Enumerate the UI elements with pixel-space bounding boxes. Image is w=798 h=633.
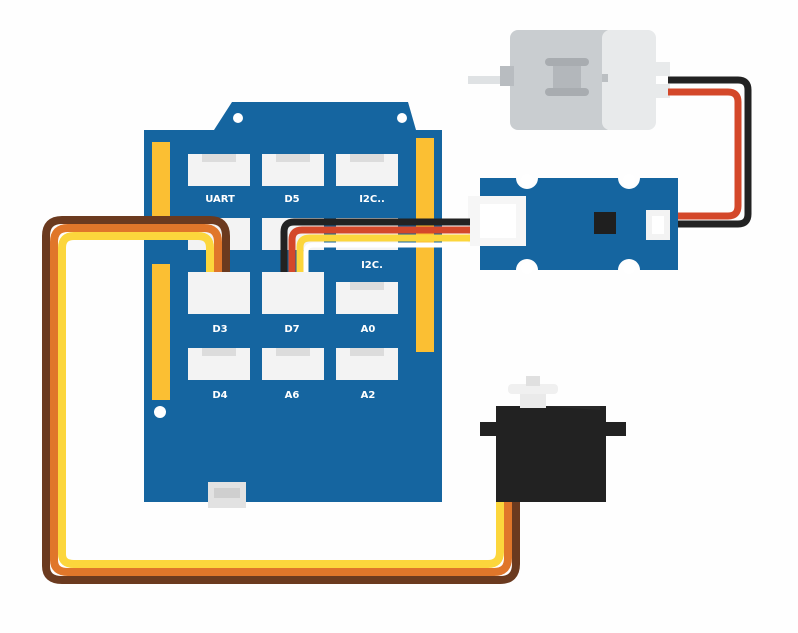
- dc-motor-icon: [468, 30, 670, 130]
- label-a0: A0: [361, 324, 376, 335]
- driver-plug-inner: [480, 204, 516, 238]
- label-a2: A2: [361, 390, 376, 401]
- port-uart: [188, 154, 250, 186]
- port-d5: [262, 154, 324, 186]
- label-a6: A6: [285, 390, 300, 401]
- servo-wires: [42, 216, 520, 584]
- label-i2c-1: I2C..: [359, 194, 385, 205]
- port-a0: [336, 282, 398, 314]
- label-i2c-2: I2C.: [361, 260, 383, 271]
- plugged-connectors: [188, 198, 524, 314]
- d7-plug: [262, 272, 324, 314]
- left-header-bottom: [152, 264, 170, 400]
- d3-plug: [188, 272, 250, 314]
- label-uart: UART: [205, 194, 235, 205]
- label-d4: D4: [212, 390, 227, 401]
- port-a2: [336, 348, 398, 380]
- left-header-top: [152, 142, 170, 230]
- label-d3: D3: [212, 324, 227, 335]
- servo-motor-icon: [480, 376, 626, 502]
- port-i2c-1: [336, 154, 398, 186]
- motor-wires: [668, 76, 752, 228]
- driver-signal-wires: [280, 218, 470, 276]
- label-d5: D5: [284, 194, 299, 205]
- port-d4: [188, 348, 250, 380]
- port-a6: [262, 348, 324, 380]
- label-d7: D7: [284, 324, 299, 335]
